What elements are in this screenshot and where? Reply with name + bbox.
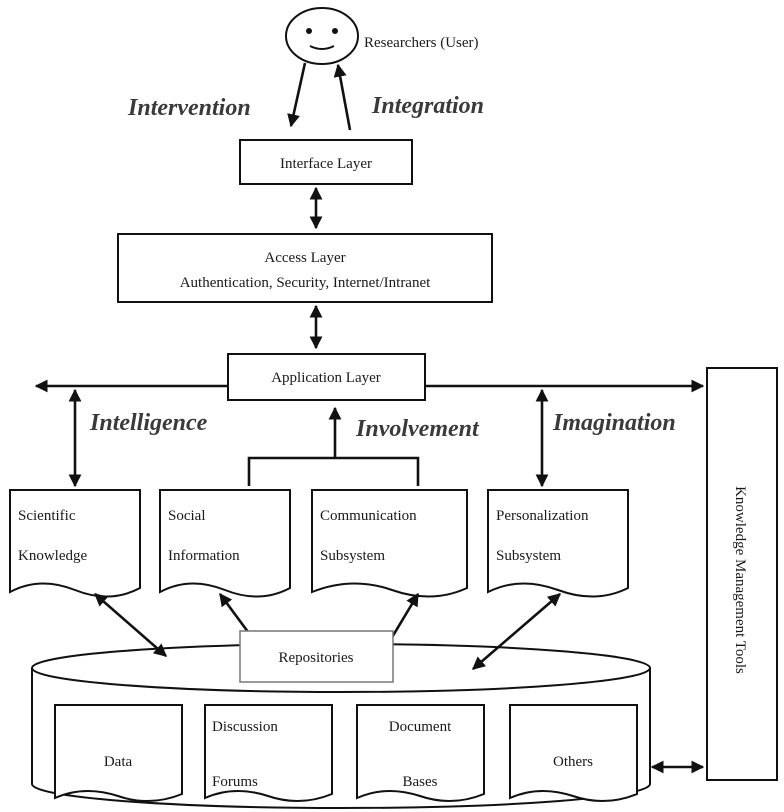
access-layer-title: Access Layer — [264, 250, 345, 266]
document-line-1: Document — [389, 719, 452, 735]
scientific-repo-arrow — [94, 593, 167, 657]
personalization-repo-arrow — [472, 593, 561, 670]
application-layer-box — [227, 353, 426, 401]
scientific-line-1: Scientific — [18, 508, 76, 524]
personalization-line-1: Personalization — [496, 508, 589, 524]
others-repo-label: Others — [553, 754, 593, 770]
repositories-label-box — [239, 630, 394, 683]
involvement-label: Involvement — [355, 416, 480, 442]
integration-label: Integration — [371, 93, 484, 119]
integration-arrow — [333, 63, 352, 131]
data-repo-doc: Data — [54, 704, 183, 803]
scientific-repository-doc: Scientific Knowledge Repository — [9, 489, 141, 603]
intervention-label: Intervention — [127, 95, 251, 121]
imagination-label: Imagination — [552, 410, 676, 436]
scientific-line-2: Knowledge — [18, 548, 87, 564]
social-line-1: Social — [168, 508, 206, 524]
discussion-line-1: Discussion — [212, 719, 278, 735]
personalization-line-2: Subsystem — [496, 548, 561, 564]
km-tools-label: Knowledge Management Tools — [732, 486, 748, 674]
km-tools-box — [706, 367, 778, 781]
interface-layer-box — [239, 139, 413, 185]
discussion-forums-doc: Discussion Forums — [204, 704, 333, 803]
data-repo-label: Data — [104, 754, 133, 770]
user-face-icon — [285, 7, 359, 65]
user-label: Researchers (User) — [364, 35, 479, 51]
involvement-connector — [247, 456, 420, 486]
social-information-doc: Social Information Subsystem — [159, 489, 291, 598]
application-layer-label: Application Layer — [271, 370, 381, 386]
access-layer-detail: Authentication, Security, Internet/Intra… — [180, 275, 431, 291]
communication-line-2: Subsystem — [320, 548, 385, 564]
intervention-arrow — [287, 62, 307, 128]
scientific-line-3: Repository — [18, 587, 84, 603]
document-bases-doc: Document Bases — [356, 704, 485, 803]
others-repo-doc: Others — [509, 704, 638, 803]
document-line-2: Bases — [403, 774, 438, 790]
personalization-subsystem-doc: Personalization Subsystem — [487, 489, 629, 598]
communication-line-1: Communication — [320, 508, 417, 524]
access-layer-box — [117, 233, 493, 303]
interface-layer-label: Interface Layer — [280, 156, 372, 172]
repositories-title: Repositories — [279, 650, 354, 666]
discussion-line-2: Forums — [212, 774, 258, 790]
communication-subsystem-doc: Communication Subsystem — [311, 489, 468, 598]
intelligence-label: Intelligence — [89, 410, 208, 436]
social-line-2: Information — [168, 548, 240, 564]
